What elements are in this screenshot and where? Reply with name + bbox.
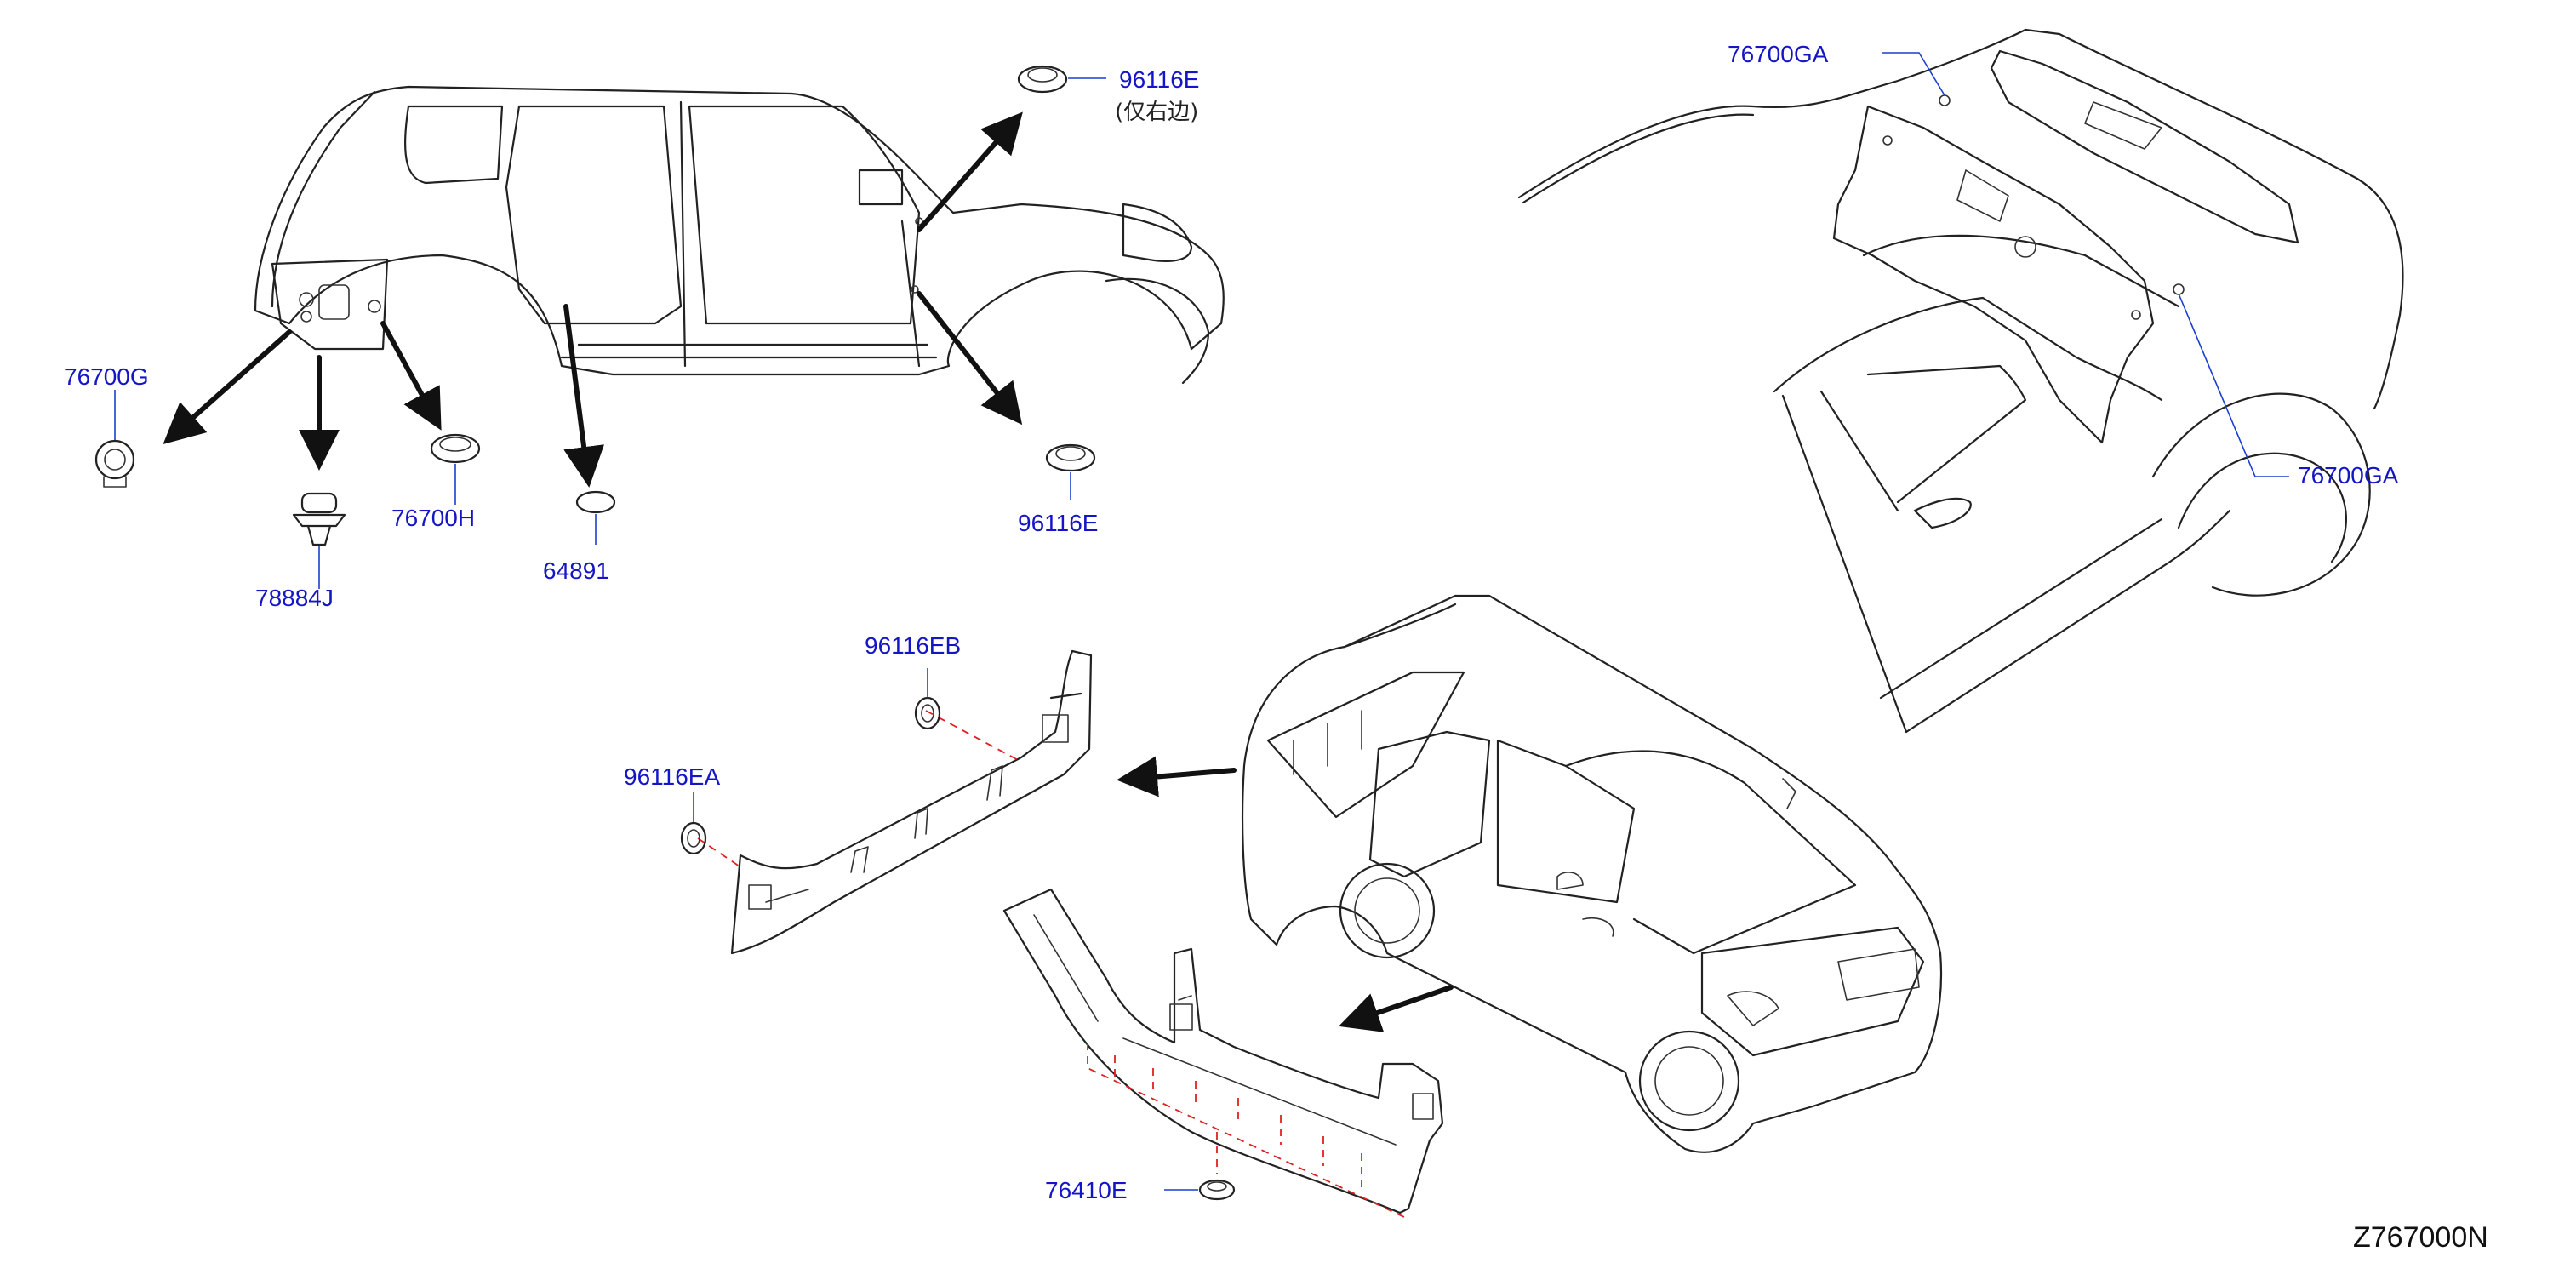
inner-panel-illustration <box>730 649 1093 955</box>
label-76410E: 76410E <box>1045 1177 1128 1203</box>
plug-96116EB-icon <box>680 821 707 855</box>
label-96116EA: 96116EB <box>865 632 961 659</box>
vehicle-illustration <box>1241 594 1943 1153</box>
label-76700H: 76700H <box>391 505 475 531</box>
arrow-to-sill <box>1338 985 1454 1032</box>
label-78884J: 78884J <box>255 585 334 611</box>
arrow-to-96116E-top <box>917 111 1023 232</box>
label-76700GA-top: 76700GA <box>1728 41 1829 67</box>
seal-64891-icon <box>575 490 616 514</box>
label-64891: 64891 <box>543 557 609 584</box>
grommet-76700G-icon <box>94 439 135 488</box>
plug-96116E-mid-icon <box>1045 443 1096 472</box>
arrow-to-inner-panel <box>1117 756 1237 797</box>
plug-96116E-top-icon <box>1017 65 1068 94</box>
label-76700GA-right: 76700GA <box>2298 462 2399 489</box>
arrow-to-76700G <box>163 329 292 444</box>
sill-illustration <box>1002 888 1444 1214</box>
sill-dash-lines <box>1087 1043 1405 1218</box>
label-96116EB: 96116EA <box>624 763 720 790</box>
plug-76700H-icon <box>430 433 481 464</box>
diagram-code: Z767000N <box>2353 1221 2488 1254</box>
clip-78884J-icon <box>292 492 346 546</box>
body-side-illustration <box>254 85 1225 385</box>
plug-76410E-icon <box>1198 1179 1236 1201</box>
label-96116E-mid: 96116E <box>1018 510 1098 536</box>
arrow-to-96116E-mid <box>917 291 1023 426</box>
arrow-to-64891 <box>563 304 604 488</box>
label-96116E-top: 96116E <box>1119 66 1199 93</box>
note-right-side-only: (仅右边) <box>1115 100 1198 125</box>
arrow-to-76700H <box>380 321 442 431</box>
rear-body-illustration <box>1517 28 2404 734</box>
plug-96116EA-icon <box>914 696 941 730</box>
label-76700G: 76700G <box>64 363 149 390</box>
